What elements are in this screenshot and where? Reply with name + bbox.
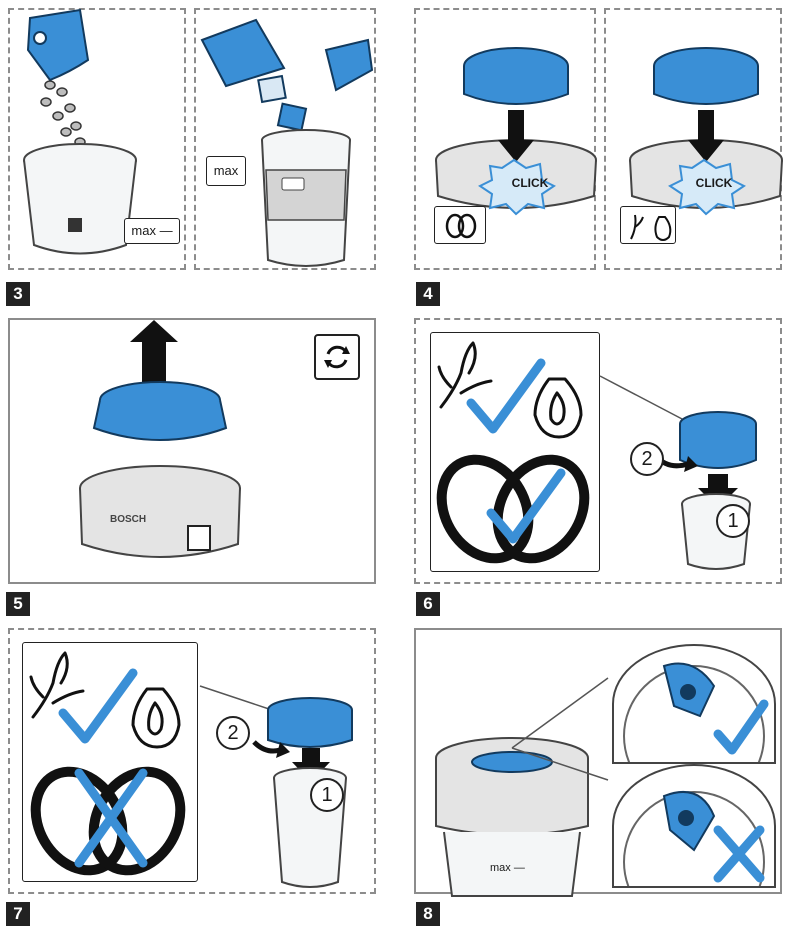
jar-with-disc-illustration (435, 677, 609, 897)
step-7-panel: 1 2 (8, 628, 376, 894)
step-6-suitability-box (430, 332, 600, 572)
step-5-panel: BOSCH (8, 318, 376, 584)
click-label-left: CLICK (511, 176, 549, 190)
step-number-7: 7 (6, 902, 30, 926)
mount-disc-on-cup-illustration (599, 375, 757, 570)
number-1-badge-2: 1 (310, 778, 344, 812)
step-number-3: 3 (6, 282, 30, 306)
herbs-disc-assembly-illustration (629, 47, 783, 216)
click-label-right: CLICK (695, 176, 733, 190)
step-7-suitability-box (22, 642, 198, 882)
herbs-onion-icon (620, 206, 676, 244)
max-label-jar: max — (490, 862, 525, 874)
incorrect-position-detail (612, 764, 776, 888)
coffee-disc-assembly-illustration (435, 47, 597, 216)
herbs-onion-check-icon (437, 341, 583, 439)
step-3-right-panel: max (194, 8, 376, 270)
step-number-4: 4 (416, 282, 440, 306)
herbs-onion-check-icon-2 (29, 651, 181, 749)
step-4-left-panel: CLICK (414, 8, 597, 270)
max-label-cup: max — (124, 218, 180, 244)
step-number-5: 5 (6, 592, 30, 616)
step-8-panel: max — (414, 628, 782, 897)
step-4-right-panel: CLICK (604, 8, 783, 270)
beans-pouring-illustration (23, 8, 137, 255)
step-6-panel: 1 2 (414, 318, 782, 584)
bosch-logo-text: BOSCH (110, 514, 147, 525)
step-number-8: 8 (416, 902, 440, 926)
remove-disc-illustration (79, 320, 241, 558)
correct-position-detail (612, 644, 776, 764)
rotate-icon (314, 334, 360, 380)
coffee-beans-cross-icon (30, 766, 186, 876)
tablets-pouring-illustration (200, 18, 374, 267)
step-3-left-panel: max — (8, 8, 186, 270)
number-1-badge: 1 (716, 504, 750, 538)
number-2-badge-2: 2 (216, 716, 250, 750)
number-2-badge: 2 (630, 442, 664, 476)
mount-disc-on-blender-illustration (199, 685, 353, 888)
coffee-beans-check-icon (436, 454, 590, 564)
max-label-blender: max (206, 156, 246, 186)
coffee-beans-icon (434, 206, 486, 244)
step-number-6: 6 (416, 592, 440, 616)
